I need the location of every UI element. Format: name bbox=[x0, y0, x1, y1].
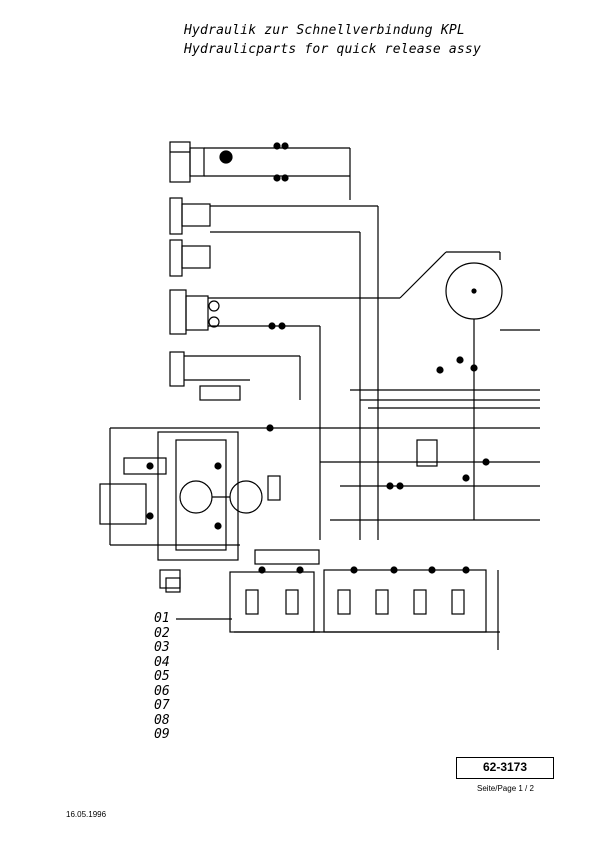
position-number-05: 05 bbox=[154, 669, 170, 684]
position-number-02: 02 bbox=[154, 625, 170, 641]
drawing-number-box: 62-3173 bbox=[456, 757, 554, 779]
page-indicator: Seite/Page 1 / 2 bbox=[477, 784, 534, 793]
position-number-01: 01 bbox=[154, 611, 170, 626]
cylinder-group-1 bbox=[169, 141, 351, 200]
cylinder-group-2 bbox=[169, 197, 379, 540]
cylinder-group-4 bbox=[169, 351, 301, 401]
valve-bank-left bbox=[229, 549, 320, 633]
rotary-motor bbox=[399, 251, 540, 520]
main-lines bbox=[109, 389, 540, 546]
pressure-unit bbox=[159, 569, 181, 593]
pump-block bbox=[99, 431, 281, 561]
position-number-08: 08 bbox=[154, 712, 170, 728]
valve-bank-right bbox=[310, 566, 500, 650]
position-number-04: 04 bbox=[154, 654, 170, 670]
title-english: Hydraulicparts for quick release assy bbox=[184, 42, 481, 57]
title-german: Hydraulik zur Schnellverbindung KPL bbox=[184, 23, 465, 38]
position-number-03: 03 bbox=[154, 640, 170, 655]
cylinder-group-3 bbox=[169, 289, 400, 540]
position-number-07: 07 bbox=[154, 698, 170, 713]
position-number-06: 06 bbox=[154, 683, 170, 699]
drawing-date: 16.05.1996 bbox=[66, 810, 107, 819]
position-number-09: 09 bbox=[154, 727, 170, 742]
